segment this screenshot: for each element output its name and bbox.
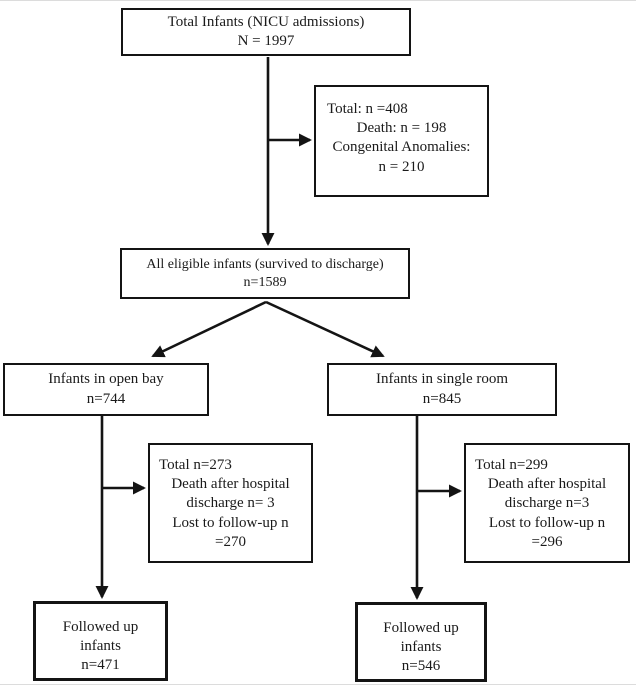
box-line: Congenital Anomalies: [332, 139, 471, 156]
arrow-eligible-to-open-bay [151, 300, 267, 358]
arrow-eligible-to-single-room [265, 300, 385, 358]
box-line: N = 1997 [237, 33, 295, 49]
box-line: infants [400, 639, 442, 656]
box-line: discharge n=3 [504, 495, 590, 512]
box-open-bay: Infants in open bay n=744 [3, 363, 209, 416]
box-line: Total: n =408 [327, 101, 408, 117]
box-line: Total n=299 [475, 457, 548, 473]
box-line: n=471 [81, 657, 120, 674]
box-line: Infants in single room [375, 371, 509, 388]
box-line: infants [80, 638, 121, 655]
box-line: Lost to follow-up n [172, 514, 289, 531]
box-line: Infants in open bay [48, 371, 164, 388]
box-line: n = 210 [378, 158, 425, 175]
box-line: Followed up [62, 619, 139, 635]
box-single-room: Infants in single room n=845 [327, 363, 557, 416]
box-open-bay-lost: Total n=273 Death after hospital dischar… [148, 443, 313, 563]
box-line: n=744 [86, 390, 126, 407]
box-line: Death after hospital [487, 476, 607, 493]
box-line: All eligible infants (survived to discha… [146, 256, 384, 272]
box-line: n=546 [401, 658, 441, 675]
box-excluded-initial: Total: n =408 Death: n = 198 Congenital … [314, 85, 489, 197]
box-single-room-lost: Total n=299 Death after hospital dischar… [464, 443, 630, 563]
box-line: Death: n = 198 [356, 120, 447, 137]
box-line: Followed up [383, 620, 459, 636]
box-total-admissions: Total Infants (NICU admissions) N = 1997 [121, 8, 411, 56]
box-line: Total Infants (NICU admissions) [167, 13, 365, 30]
box-open-bay-followed-up: Followed up infants n=471 [33, 601, 168, 681]
box-line: discharge n= 3 [186, 495, 275, 512]
box-line: Total n=273 [159, 457, 232, 473]
box-line: =296 [531, 533, 563, 550]
box-single-room-followed-up: Followed up infants n=546 [355, 602, 487, 682]
box-line: n=845 [422, 390, 462, 407]
box-line: Lost to follow-up n [488, 514, 606, 531]
box-eligible-infants: All eligible infants (survived to discha… [120, 248, 410, 299]
box-line: n=1589 [243, 274, 287, 290]
box-line: Death after hospital [171, 476, 290, 493]
box-line: =270 [215, 533, 246, 550]
